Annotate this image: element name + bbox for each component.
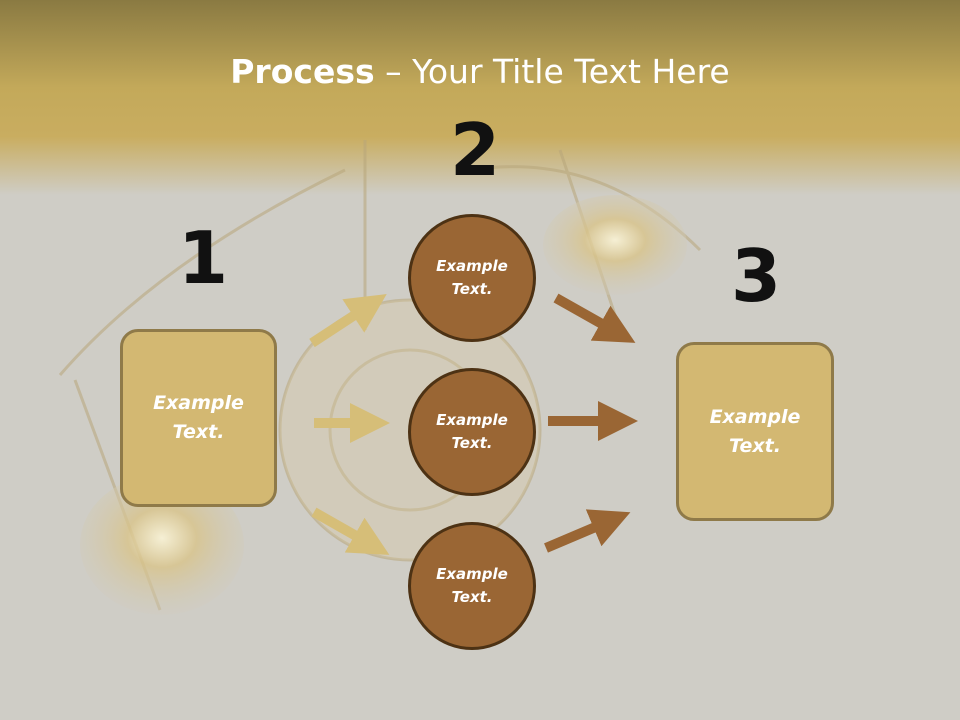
circle-middle[interactable]: Example Text. xyxy=(408,368,536,496)
circle-top[interactable]: Example Text. xyxy=(408,214,536,342)
right-text-box[interactable]: Example Text. xyxy=(676,342,834,521)
arrow-left-to-bottom xyxy=(311,507,390,555)
title-rest-part: – Your Title Text Here xyxy=(374,52,730,91)
circle-middle-text: Example Text. xyxy=(436,411,508,452)
step-2-number: 2 xyxy=(450,108,501,192)
title-bold-part: Process xyxy=(230,52,375,91)
slide-title: Process – Your Title Text Here xyxy=(0,52,960,91)
arrow-bottom-to-right xyxy=(544,509,631,553)
circle-bottom[interactable]: Example Text. xyxy=(408,522,536,650)
right-box-text: Example Text. xyxy=(709,405,801,457)
left-text-box[interactable]: Example Text. xyxy=(120,329,277,507)
circle-bottom-text: Example Text. xyxy=(436,565,508,606)
arrow-top-to-right xyxy=(553,293,636,343)
circle-top-text: Example Text. xyxy=(436,257,508,298)
left-box-text: Example Text. xyxy=(153,392,244,443)
step-1-number: 1 xyxy=(178,216,229,300)
arrow-left-to-top xyxy=(309,294,387,348)
step-3-number: 3 xyxy=(731,234,782,318)
